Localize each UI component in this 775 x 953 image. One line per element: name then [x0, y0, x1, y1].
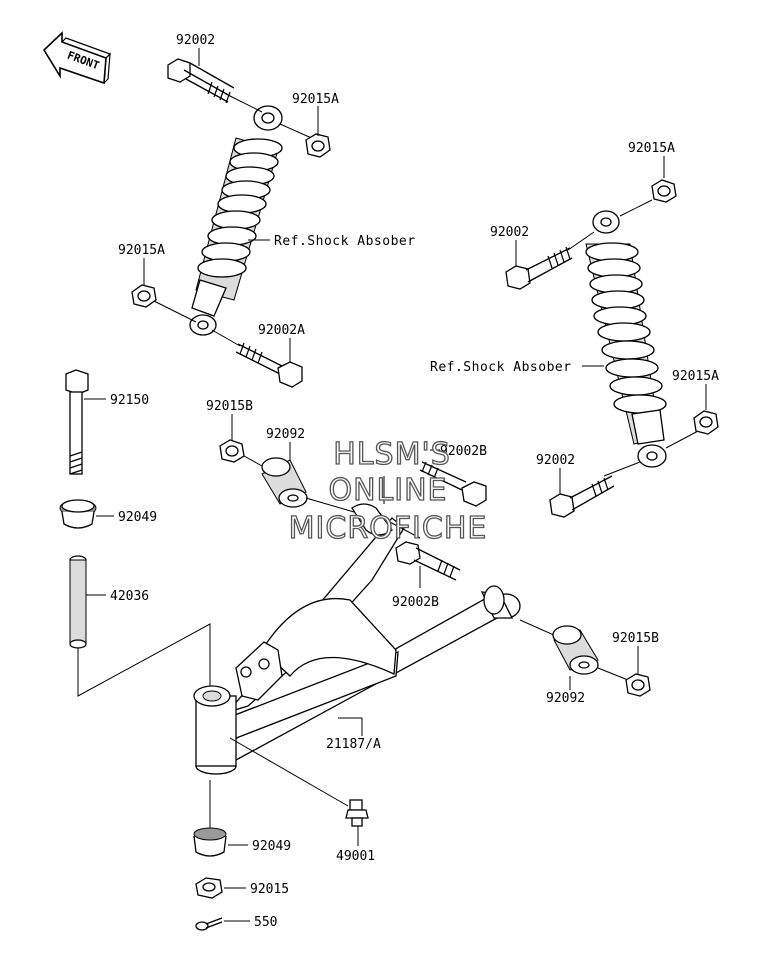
- part-labels: 92002 92015A Ref.Shock Absober 92015A 92…: [84, 33, 719, 930]
- long-bolt-icon: [65, 369, 89, 475]
- label-ref-shock-right[interactable]: Ref.Shock Absober: [430, 360, 572, 375]
- arm-left-nut-icon: [219, 439, 245, 463]
- arm-center-bolt-icon: [419, 461, 487, 507]
- a-arm-icon: [193, 503, 521, 775]
- label-92002b-center[interactable]: 92002B: [440, 444, 487, 459]
- label-ref-shock-left[interactable]: Ref.Shock Absober: [274, 234, 416, 249]
- watermark: HLSM'S ONLINE MICROFICHE: [288, 436, 488, 546]
- label-92002-top-left[interactable]: 92002: [176, 33, 215, 48]
- label-92002-right-lower[interactable]: 92002: [536, 453, 575, 468]
- label-92092-left[interactable]: 92092: [266, 427, 305, 442]
- label-92002a[interactable]: 92002A: [258, 323, 305, 338]
- left-lower-nut-icon: [131, 284, 157, 308]
- arm-right-collar-icon: [552, 625, 599, 675]
- right-shock-absorber: [567, 199, 701, 477]
- label-49001[interactable]: 49001: [336, 849, 375, 864]
- label-42036[interactable]: 42036: [110, 589, 149, 604]
- top-right-bolt-icon: [505, 246, 573, 290]
- left-spring-icon: [197, 138, 283, 278]
- right-lower-bolt-icon: [549, 475, 615, 518]
- label-92150[interactable]: 92150: [110, 393, 149, 408]
- watermark-line2: ONLINE: [328, 473, 447, 508]
- left-lower-bolt-icon: [235, 342, 303, 388]
- label-92015a-left-lower[interactable]: 92015A: [118, 243, 165, 258]
- arm-right-nut-icon: [625, 673, 651, 697]
- lower-bushing-icon: [193, 827, 227, 857]
- arm-left-collar-icon: [261, 457, 308, 508]
- sleeve-icon: [69, 555, 87, 649]
- grease-fitting-icon: [229, 737, 369, 827]
- label-92049-upper[interactable]: 92049: [118, 510, 157, 525]
- label-21187a[interactable]: 21187/A: [326, 737, 381, 752]
- label-92002b-lower[interactable]: 92002B: [392, 595, 439, 610]
- watermark-line3: MICROFICHE: [289, 511, 488, 546]
- top-right-nut-icon: [651, 179, 677, 203]
- arm-lower-bolt-icon: [395, 541, 461, 581]
- right-spring-icon: [585, 242, 667, 414]
- right-lower-nut-icon: [693, 410, 719, 435]
- upper-bushing-icon: [59, 499, 97, 529]
- label-92015a-right-lower[interactable]: 92015A: [672, 369, 719, 384]
- front-arrow-icon: FRONT: [42, 31, 112, 85]
- top-left-bolt-icon: [167, 58, 235, 104]
- label-92015a-top-right[interactable]: 92015A: [628, 141, 675, 156]
- left-shock-absorber: [151, 58, 317, 347]
- label-92049-lower[interactable]: 92049: [252, 839, 291, 854]
- top-left-nut-icon: [305, 133, 331, 158]
- label-92015b-left[interactable]: 92015B: [206, 399, 253, 414]
- label-92092-right[interactable]: 92092: [546, 691, 585, 706]
- label-92015b-right[interactable]: 92015B: [612, 631, 659, 646]
- label-92002-top-right[interactable]: 92002: [490, 225, 529, 240]
- label-550[interactable]: 550: [254, 915, 277, 930]
- label-92015a-top-left[interactable]: 92015A: [292, 92, 339, 107]
- watermark-line1: HLSM'S: [333, 437, 451, 472]
- bottom-nut-icon: [195, 877, 223, 899]
- label-92015[interactable]: 92015: [250, 882, 289, 897]
- cotter-pin-icon: [195, 917, 223, 931]
